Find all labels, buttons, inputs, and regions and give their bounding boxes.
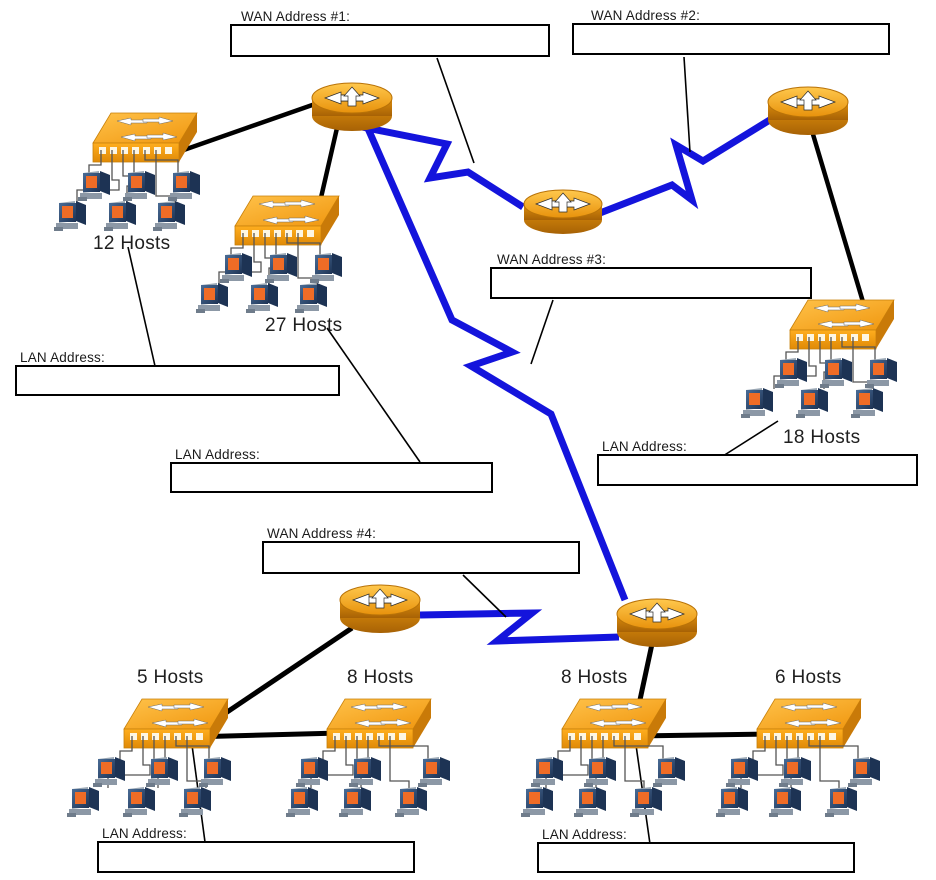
host-count-27: 27 Hosts bbox=[265, 315, 343, 336]
leader-wan1 bbox=[436, 57, 475, 164]
address-input-lan-bottom-left[interactable] bbox=[97, 841, 415, 873]
wan-link-1 bbox=[356, 122, 525, 210]
switch-18hosts bbox=[789, 299, 895, 350]
wan-link-4 bbox=[419, 609, 620, 645]
leader-wan3 bbox=[530, 299, 554, 365]
pcs-8hosts-b bbox=[521, 736, 685, 817]
address-label: WAN Address #4: bbox=[267, 526, 377, 541]
address-label: WAN Address #1: bbox=[241, 9, 351, 24]
address-input-lan-18hosts[interactable] bbox=[597, 454, 918, 486]
address-label: LAN Address: bbox=[602, 439, 687, 454]
host-count-5: 5 Hosts bbox=[137, 667, 204, 688]
wan-link-2 bbox=[598, 115, 775, 217]
pcs-27hosts bbox=[196, 233, 342, 313]
address-input-wan2[interactable] bbox=[572, 23, 890, 55]
address-field-wan2: WAN Address #2: bbox=[572, 8, 890, 55]
lan-link-sw5-to-router-bl bbox=[188, 625, 354, 740]
leader-lan-27hosts bbox=[326, 327, 421, 463]
lan-link-sw5-to-sw8a bbox=[189, 730, 341, 740]
address-input-lan-12hosts[interactable] bbox=[15, 365, 340, 396]
router-bottom-right bbox=[616, 598, 698, 647]
address-field-wan4: WAN Address #4: bbox=[262, 526, 580, 574]
pcs-5hosts bbox=[67, 736, 231, 817]
address-field-lan-27hosts: LAN Address: bbox=[170, 447, 493, 493]
host-count-8-b: 8 Hosts bbox=[561, 667, 628, 688]
host-count-8-a: 8 Hosts bbox=[347, 667, 414, 688]
address-label: LAN Address: bbox=[20, 350, 105, 365]
lan-link-sw12-to-router bbox=[177, 100, 319, 155]
address-field-lan-bottom-right: LAN Address: bbox=[537, 827, 855, 873]
pcs-18hosts bbox=[741, 337, 897, 418]
address-label: LAN Address: bbox=[102, 826, 187, 841]
pc-row bbox=[54, 171, 200, 231]
address-input-wan4[interactable] bbox=[262, 541, 580, 574]
address-input-wan3[interactable] bbox=[490, 267, 812, 299]
router-top-right bbox=[767, 86, 849, 135]
host-count-12: 12 Hosts bbox=[93, 233, 171, 254]
router-center bbox=[523, 189, 603, 234]
lan-link-sw27-to-router bbox=[317, 127, 340, 203]
switch-5hosts bbox=[123, 698, 229, 749]
address-input-lan-27hosts[interactable] bbox=[170, 462, 493, 493]
switch-8hosts-a bbox=[326, 698, 432, 749]
router-bottom-left bbox=[339, 584, 421, 633]
address-field-lan-12hosts: LAN Address: bbox=[15, 350, 340, 396]
address-field-lan-bottom-left: LAN Address: bbox=[97, 826, 415, 873]
leader-wan2 bbox=[683, 56, 691, 153]
address-field-lan-18hosts: LAN Address: bbox=[597, 439, 918, 486]
leader-lan-12hosts bbox=[127, 246, 156, 367]
leader-wan4 bbox=[462, 574, 507, 618]
pcs-12hosts bbox=[54, 150, 200, 231]
address-field-wan1: WAN Address #1: bbox=[230, 9, 550, 57]
router-top-left bbox=[311, 82, 393, 131]
address-input-lan-bottom-right[interactable] bbox=[537, 842, 855, 873]
switch-12hosts bbox=[92, 112, 198, 163]
address-label: WAN Address #2: bbox=[591, 8, 701, 23]
address-label: WAN Address #3: bbox=[497, 252, 607, 267]
switch-8hosts-b bbox=[561, 698, 667, 749]
switch-6hosts bbox=[756, 698, 862, 749]
lan-link-sw18-to-router bbox=[809, 130, 869, 313]
host-count-18: 18 Hosts bbox=[783, 427, 861, 448]
lan-link-sw8b-to-sw6 bbox=[631, 731, 776, 739]
host-count-6: 6 Hosts bbox=[775, 667, 842, 688]
pcs-8hosts-a bbox=[286, 736, 450, 817]
switch-27hosts bbox=[234, 195, 340, 246]
lan-link-sw8b-to-router-br bbox=[629, 643, 655, 738]
address-field-wan3: WAN Address #3: bbox=[490, 252, 812, 299]
pcs-6hosts bbox=[716, 736, 880, 817]
address-input-wan1[interactable] bbox=[230, 24, 550, 57]
address-label: LAN Address: bbox=[542, 827, 627, 842]
address-label: LAN Address: bbox=[175, 447, 260, 462]
